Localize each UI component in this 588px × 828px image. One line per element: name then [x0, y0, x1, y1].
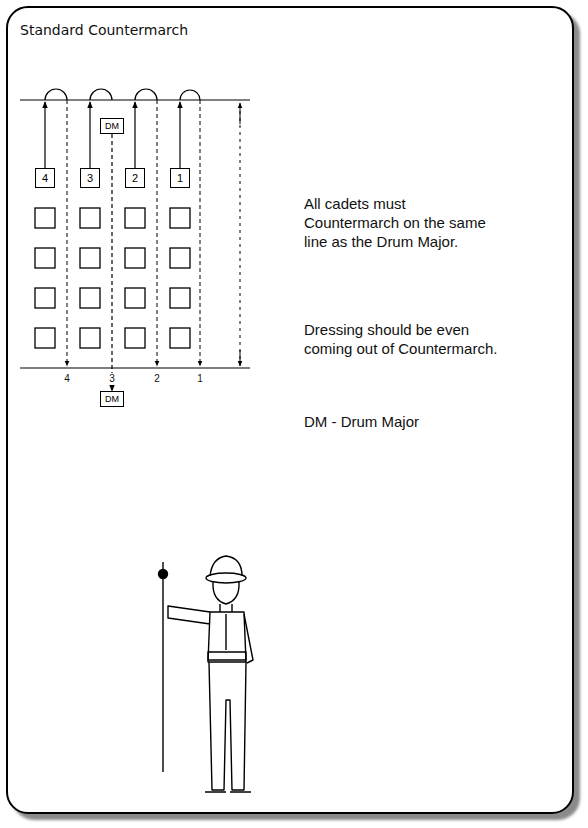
drum-major-path	[111, 134, 112, 391]
mace-staff	[162, 562, 163, 772]
cadet-box: 2	[125, 168, 145, 188]
drum-major-box: DM	[100, 391, 124, 407]
cadet-box	[170, 248, 190, 268]
cadet-box	[170, 288, 190, 308]
cadet-box	[170, 328, 190, 348]
side-arm	[244, 614, 253, 663]
extended-arm	[168, 606, 210, 624]
instruction-note: All cadets must Countermarch on the same…	[304, 194, 504, 251]
instruction-note: Dressing should be even coming out of Co…	[304, 320, 504, 358]
diagram-title: Standard Countermarch	[20, 22, 188, 38]
march-path	[44, 102, 45, 168]
face	[213, 582, 239, 604]
cadet-box	[80, 288, 100, 308]
cadet-box	[80, 328, 100, 348]
cadet-box: 3	[80, 168, 100, 188]
march-path	[134, 102, 135, 168]
box-label: 2	[132, 172, 138, 184]
cadet-box	[35, 328, 55, 348]
cadet-box	[125, 208, 145, 228]
turn-loop	[45, 89, 67, 100]
distance-arrow	[240, 350, 241, 366]
march-path	[179, 102, 180, 168]
return-path	[200, 100, 201, 366]
tunic-seam	[225, 614, 226, 650]
cadet-box: 4	[35, 168, 55, 188]
return-path	[157, 100, 158, 366]
cadet-box	[80, 208, 100, 228]
box-label: DM	[105, 120, 119, 132]
turn-loop	[135, 89, 157, 100]
legs	[209, 662, 246, 790]
turn-loop	[180, 90, 200, 100]
hat-crown	[210, 556, 242, 576]
hat-brim	[206, 573, 246, 583]
neck	[220, 604, 232, 612]
cadet-box	[35, 208, 55, 228]
file-number: 4	[63, 373, 71, 384]
distance-marker	[240, 104, 241, 364]
cadet-box: 1	[170, 168, 190, 188]
box-label: 4	[42, 172, 48, 184]
cadet-box	[125, 288, 145, 308]
box-label: DM	[105, 393, 119, 405]
file-number: 1	[196, 373, 204, 384]
cadet-box	[125, 248, 145, 268]
turn-loop	[90, 89, 112, 100]
start-line	[20, 367, 250, 368]
feet	[205, 791, 251, 792]
cadet-box	[35, 248, 55, 268]
belt	[208, 652, 246, 660]
box-label: 3	[87, 172, 93, 184]
distance-arrow	[240, 103, 241, 124]
box-label: 1	[177, 172, 183, 184]
cadet-box	[35, 288, 55, 308]
drum-major-figure	[159, 556, 254, 792]
cadet-box	[170, 208, 190, 228]
mace-head	[159, 570, 168, 579]
file-number: 3	[108, 373, 116, 384]
abbreviation-key: DM - Drum Major	[304, 412, 504, 431]
card-frame	[6, 6, 574, 814]
march-path	[89, 102, 90, 168]
return-path	[67, 100, 68, 366]
file-number: 2	[153, 373, 161, 384]
cadet-box	[125, 328, 145, 348]
drum-major-box: DM	[100, 118, 124, 134]
tunic	[208, 612, 246, 662]
cadet-box	[80, 248, 100, 268]
